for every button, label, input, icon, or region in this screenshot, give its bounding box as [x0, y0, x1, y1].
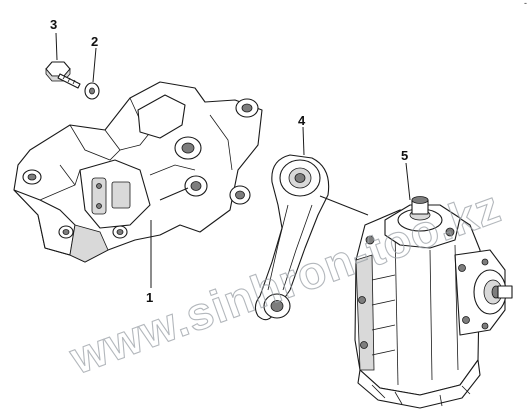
steering-gear-part-5 [354, 196, 513, 409]
mounting-bracket [13, 81, 263, 263]
leader-lines [55, 32, 411, 288]
bolt-part-3 [45, 61, 81, 89]
callout-3: 3 [50, 17, 57, 32]
callout-5: 5 [401, 148, 408, 163]
callout-1: 1 [146, 290, 153, 305]
leader-line-3 [55, 32, 58, 61]
leader-line-4 [302, 126, 305, 156]
pitman-arm-part-4 [254, 154, 330, 321]
callout-4: 4 [298, 113, 306, 128]
corner-mark: - [524, 0, 527, 8]
callout-2: 2 [91, 34, 98, 49]
washer-part-2 [84, 82, 100, 100]
leader-line-2 [92, 47, 97, 83]
leader-line-5 [405, 162, 411, 201]
assembly-axis-line [319, 195, 369, 216]
assembly-axis-line-2 [159, 187, 189, 201]
